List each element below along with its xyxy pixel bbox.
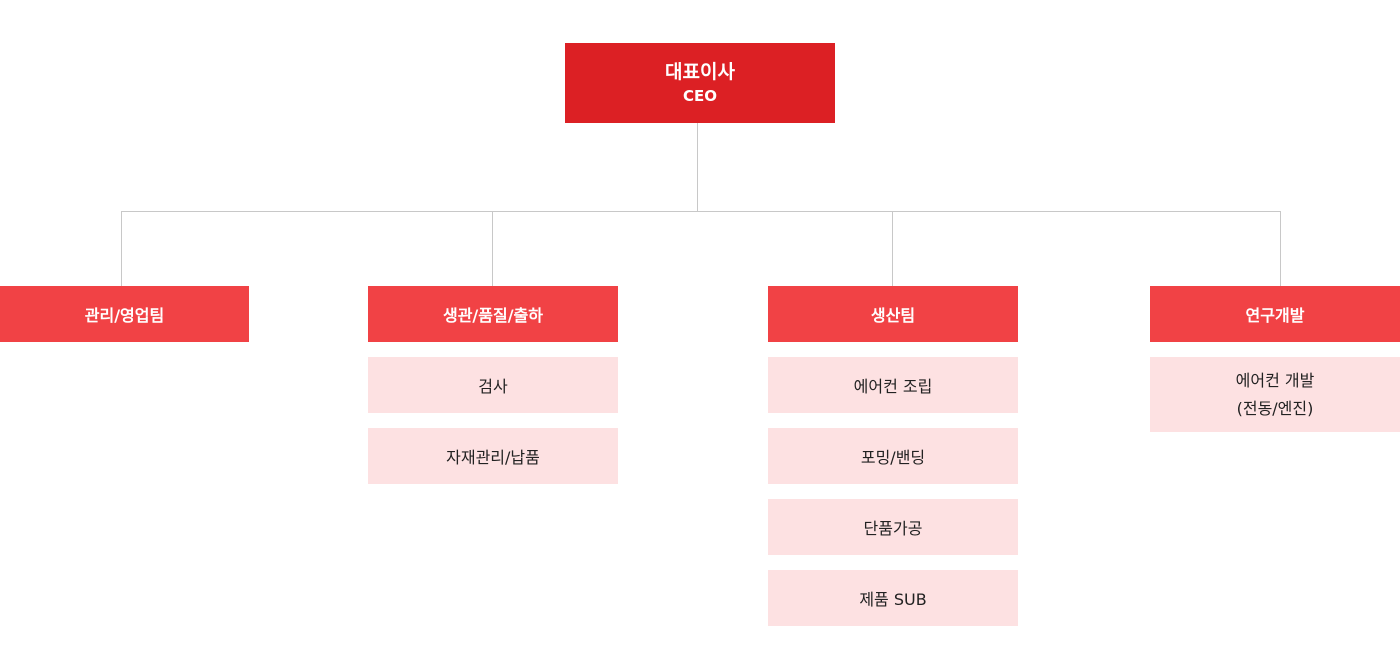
team-box-production-quality: 생관/품질/출하 xyxy=(368,286,618,342)
team-label: 생관/품질/출하 xyxy=(442,306,543,325)
ceo-subtitle: CEO xyxy=(682,87,717,105)
sub-label: 제품 SUB xyxy=(859,590,927,609)
sub-label: 포밍/밴딩 xyxy=(860,448,926,467)
sub-box-forming-bending: 포밍/밴딩 xyxy=(768,428,1018,484)
team-label: 생산팀 xyxy=(870,306,916,325)
ceo-title: 대표이사 xyxy=(665,61,735,83)
sub-box-aircon-assembly: 에어컨 조립 xyxy=(768,357,1018,413)
team-connector-3 xyxy=(892,211,893,286)
horizontal-connector xyxy=(121,211,1281,212)
sub-box-aircon-development: 에어컨 개발 (전동/엔진) xyxy=(1150,357,1400,432)
sub-label: 자재관리/납품 xyxy=(446,448,540,467)
team-label: 연구개발 xyxy=(1245,306,1305,325)
ceo-connector-vertical xyxy=(697,123,698,211)
sub-box-single-part-machining: 단품가공 xyxy=(768,499,1018,555)
team-box-production: 생산팀 xyxy=(768,286,1018,342)
ceo-box: 대표이사 CEO xyxy=(565,43,835,123)
sub-label-line1: 에어컨 개발 xyxy=(1235,370,1315,390)
team-box-management-sales: 관리/영업팀 xyxy=(0,286,249,342)
sub-box-material-delivery: 자재관리/납품 xyxy=(368,428,618,484)
team-connector-2 xyxy=(492,211,493,286)
sub-label-line2: (전동/엔진) xyxy=(1236,398,1314,418)
sub-label: 검사 xyxy=(478,377,508,396)
team-label: 관리/영업팀 xyxy=(84,306,165,325)
sub-label: 에어컨 조립 xyxy=(853,377,933,396)
sub-label: 단품가공 xyxy=(863,519,923,538)
sub-box-product-sub: 제품 SUB xyxy=(768,570,1018,626)
team-connector-1 xyxy=(121,211,122,286)
team-connector-4 xyxy=(1280,211,1281,286)
sub-box-inspection: 검사 xyxy=(368,357,618,413)
team-box-research-development: 연구개발 xyxy=(1150,286,1400,342)
